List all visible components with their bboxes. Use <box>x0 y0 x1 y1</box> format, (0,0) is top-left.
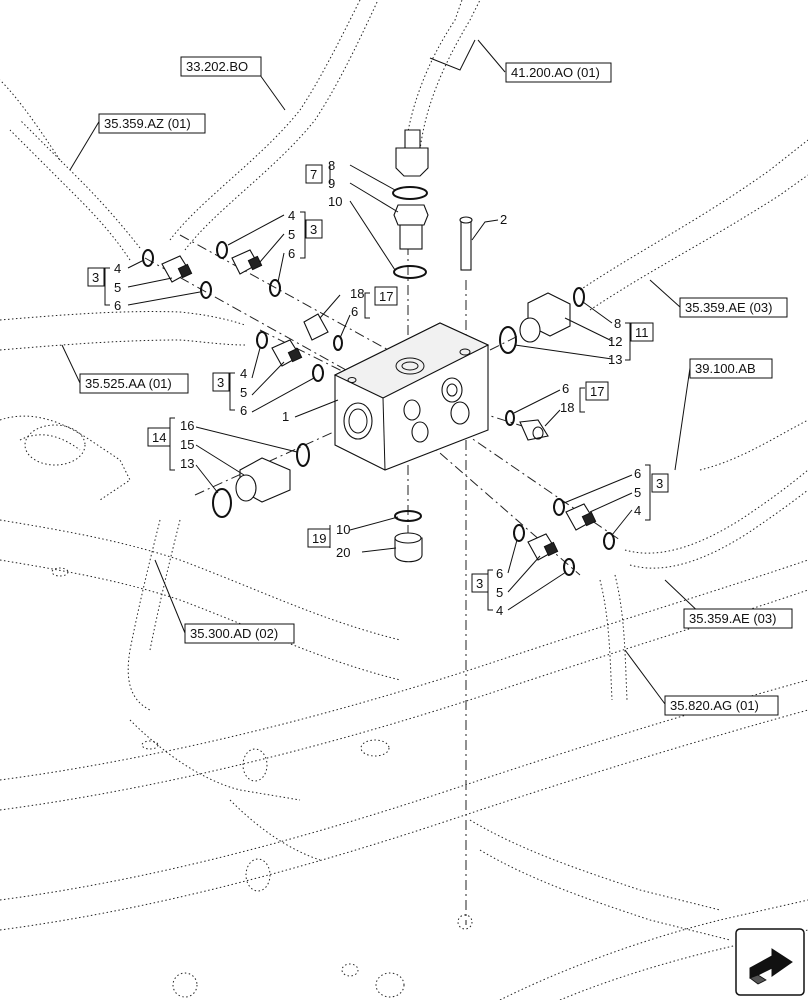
callout-16: 16 <box>180 418 194 433</box>
callout-4-top: 4 <box>288 208 295 223</box>
callout-5-top: 5 <box>288 227 295 242</box>
fittings-upper-left <box>142 241 343 518</box>
callout-4-left: 4 <box>114 261 121 276</box>
callout-1: 1 <box>282 409 289 424</box>
callout-9: 9 <box>328 176 335 191</box>
callout-5-left: 5 <box>114 280 121 295</box>
callout-6-right: 6 <box>634 466 641 481</box>
bolt <box>459 216 473 271</box>
callout-10-bottom: 10 <box>336 522 350 537</box>
ref-35-359-ae-lower: 35.359.AE (03) <box>689 611 776 626</box>
ref-39-100-ab: 39.100.AB <box>695 361 756 376</box>
callout-2: 2 <box>500 212 507 227</box>
group-3-top: 3 <box>310 222 317 237</box>
reference-labels: 33.202.BO 41.200.AO (01) 35.359.AZ (01) … <box>79 56 793 716</box>
ref-35-359-ae-upper: 35.359.AE (03) <box>685 300 772 315</box>
callout-13-right: 13 <box>608 352 622 367</box>
callout-13-left: 13 <box>180 456 194 471</box>
callout-10-top: 10 <box>328 194 342 209</box>
callout-18-right: 18 <box>560 400 574 415</box>
callout-6-top: 6 <box>288 246 295 261</box>
group-3-mid: 3 <box>217 375 224 390</box>
item-callouts: 8 9 10 4 5 6 4 5 6 18 6 8 12 13 4 5 6 1 … <box>114 158 641 618</box>
valve-manifold-block <box>333 322 490 471</box>
callout-6-mid: 6 <box>240 403 247 418</box>
bottom-plug-assembly <box>394 510 423 563</box>
callout-8-top: 8 <box>328 158 335 173</box>
callout-6-bottom: 6 <box>496 566 503 581</box>
group-3-bottom: 3 <box>476 576 483 591</box>
callout-15: 15 <box>180 437 194 452</box>
ref-35-359-az: 35.359.AZ (01) <box>104 116 191 131</box>
group-3-left: 3 <box>92 270 99 285</box>
callout-5-right: 5 <box>634 485 641 500</box>
group-7: 7 <box>310 167 317 182</box>
group-number-boxes: 7 3 3 17 11 3 17 14 3 19 3 <box>87 164 669 593</box>
group-17-right: 17 <box>590 384 604 399</box>
group-11: 11 <box>635 325 649 340</box>
ref-41-200-ao: 41.200.AO (01) <box>511 65 600 80</box>
callout-6-17right: 6 <box>562 381 569 396</box>
group-3-right: 3 <box>656 476 663 491</box>
ref-35-820-ag: 35.820.AG (01) <box>670 698 759 713</box>
callout-12: 12 <box>608 334 622 349</box>
callout-20: 20 <box>336 545 350 560</box>
top-fitting-assembly <box>392 129 429 279</box>
callout-4-right: 4 <box>634 503 641 518</box>
ref-35-300-ad: 35.300.AD (02) <box>190 626 278 641</box>
callout-5-mid: 5 <box>240 385 247 400</box>
callout-4-bottom: 4 <box>496 603 503 618</box>
callout-4-mid: 4 <box>240 366 247 381</box>
group-14: 14 <box>152 430 166 445</box>
group-19: 19 <box>312 531 326 546</box>
callout-6-left: 6 <box>114 298 121 313</box>
fittings-right <box>499 287 615 576</box>
callout-18-top: 18 <box>350 286 364 301</box>
ref-35-525-aa: 35.525.AA (01) <box>85 376 172 391</box>
group-17-top: 17 <box>379 289 393 304</box>
callout-6-17top: 6 <box>351 304 358 319</box>
next-arrow-icon[interactable] <box>735 928 805 996</box>
ref-33-202-bo: 33.202.BO <box>186 59 248 74</box>
callout-8-right: 8 <box>614 316 621 331</box>
callout-5-bottom: 5 <box>496 585 503 600</box>
